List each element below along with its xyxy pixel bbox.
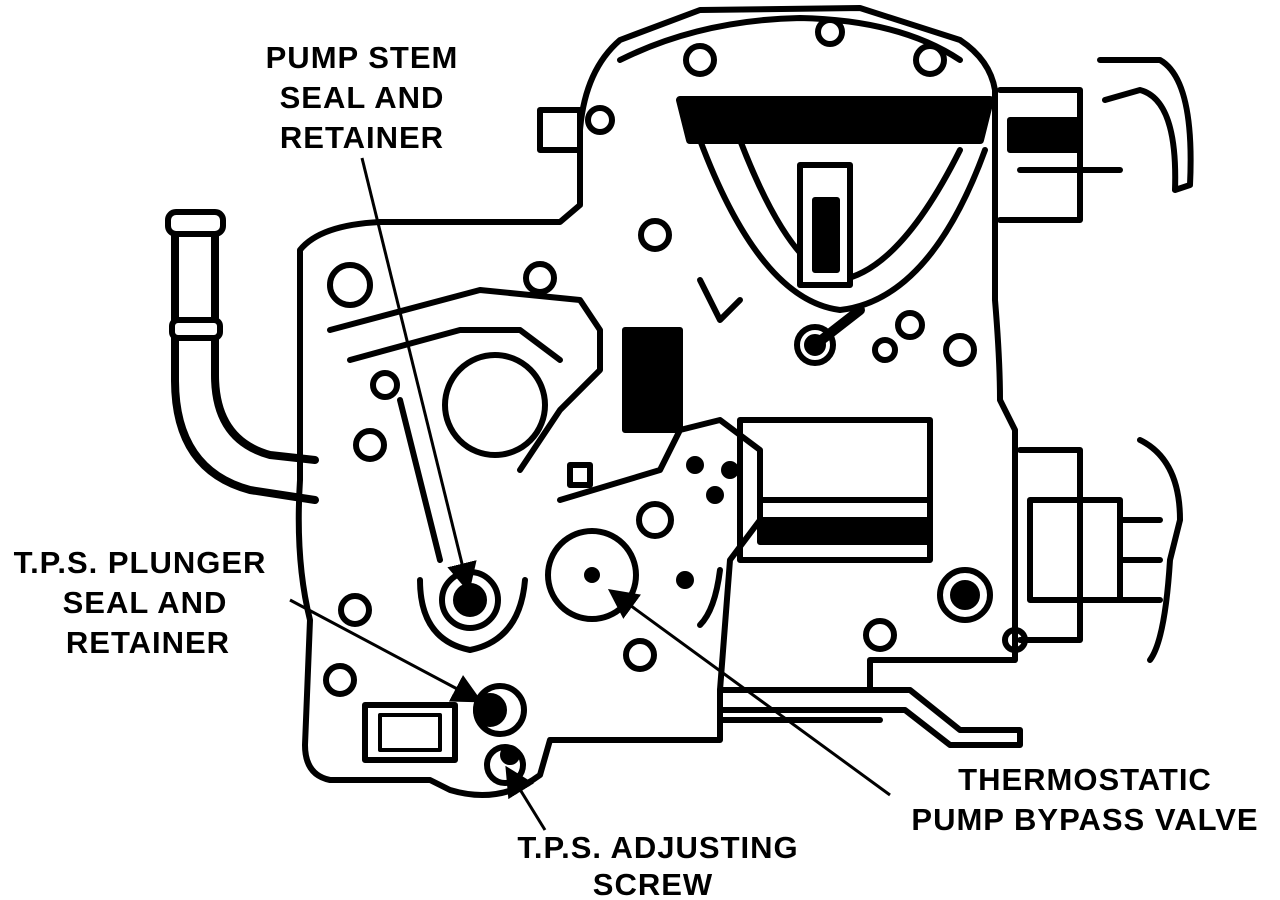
tps-plunger-label-line2: SEAL AND <box>63 585 228 620</box>
thermostatic-valve-body <box>545 528 639 622</box>
vent-tube <box>165 209 319 504</box>
tps-adjusting-label-line1: T.P.S. ADJUSTING <box>517 830 798 865</box>
leader-lines <box>289 157 891 831</box>
tps-plunger-leader <box>289 598 483 703</box>
callout-tps-plunger: T.P.S. PLUNGER SEAL AND RETAINER <box>14 545 267 660</box>
tps-adjusting-label-line2: SCREW <box>593 867 713 900</box>
callout-thermostatic: THERMOSTATIC PUMP BYPASS VALVE <box>911 762 1258 837</box>
pump-stem-leader <box>360 157 477 593</box>
tps-plunger-label-line1: T.P.S. PLUNGER <box>14 545 267 580</box>
pump-stem-label-line3: RETAINER <box>280 120 444 155</box>
pump-stem-label-line2: SEAL AND <box>280 80 445 115</box>
callout-tps-adjusting: T.P.S. ADJUSTING SCREW <box>517 830 798 900</box>
tps-plunger-label-line3: RETAINER <box>66 625 230 660</box>
thermostatic-label-line2: PUMP BYPASS VALVE <box>911 802 1258 837</box>
thermostatic-label-line1: THERMOSTATIC <box>958 762 1212 797</box>
callout-pump-stem: PUMP STEM SEAL AND RETAINER <box>266 40 459 155</box>
thermostatic-leader <box>607 589 891 797</box>
tps-adjusting-leader <box>505 765 547 831</box>
carburetor-illustration <box>165 5 1194 798</box>
pump-stem-label-line1: PUMP STEM <box>266 40 459 75</box>
